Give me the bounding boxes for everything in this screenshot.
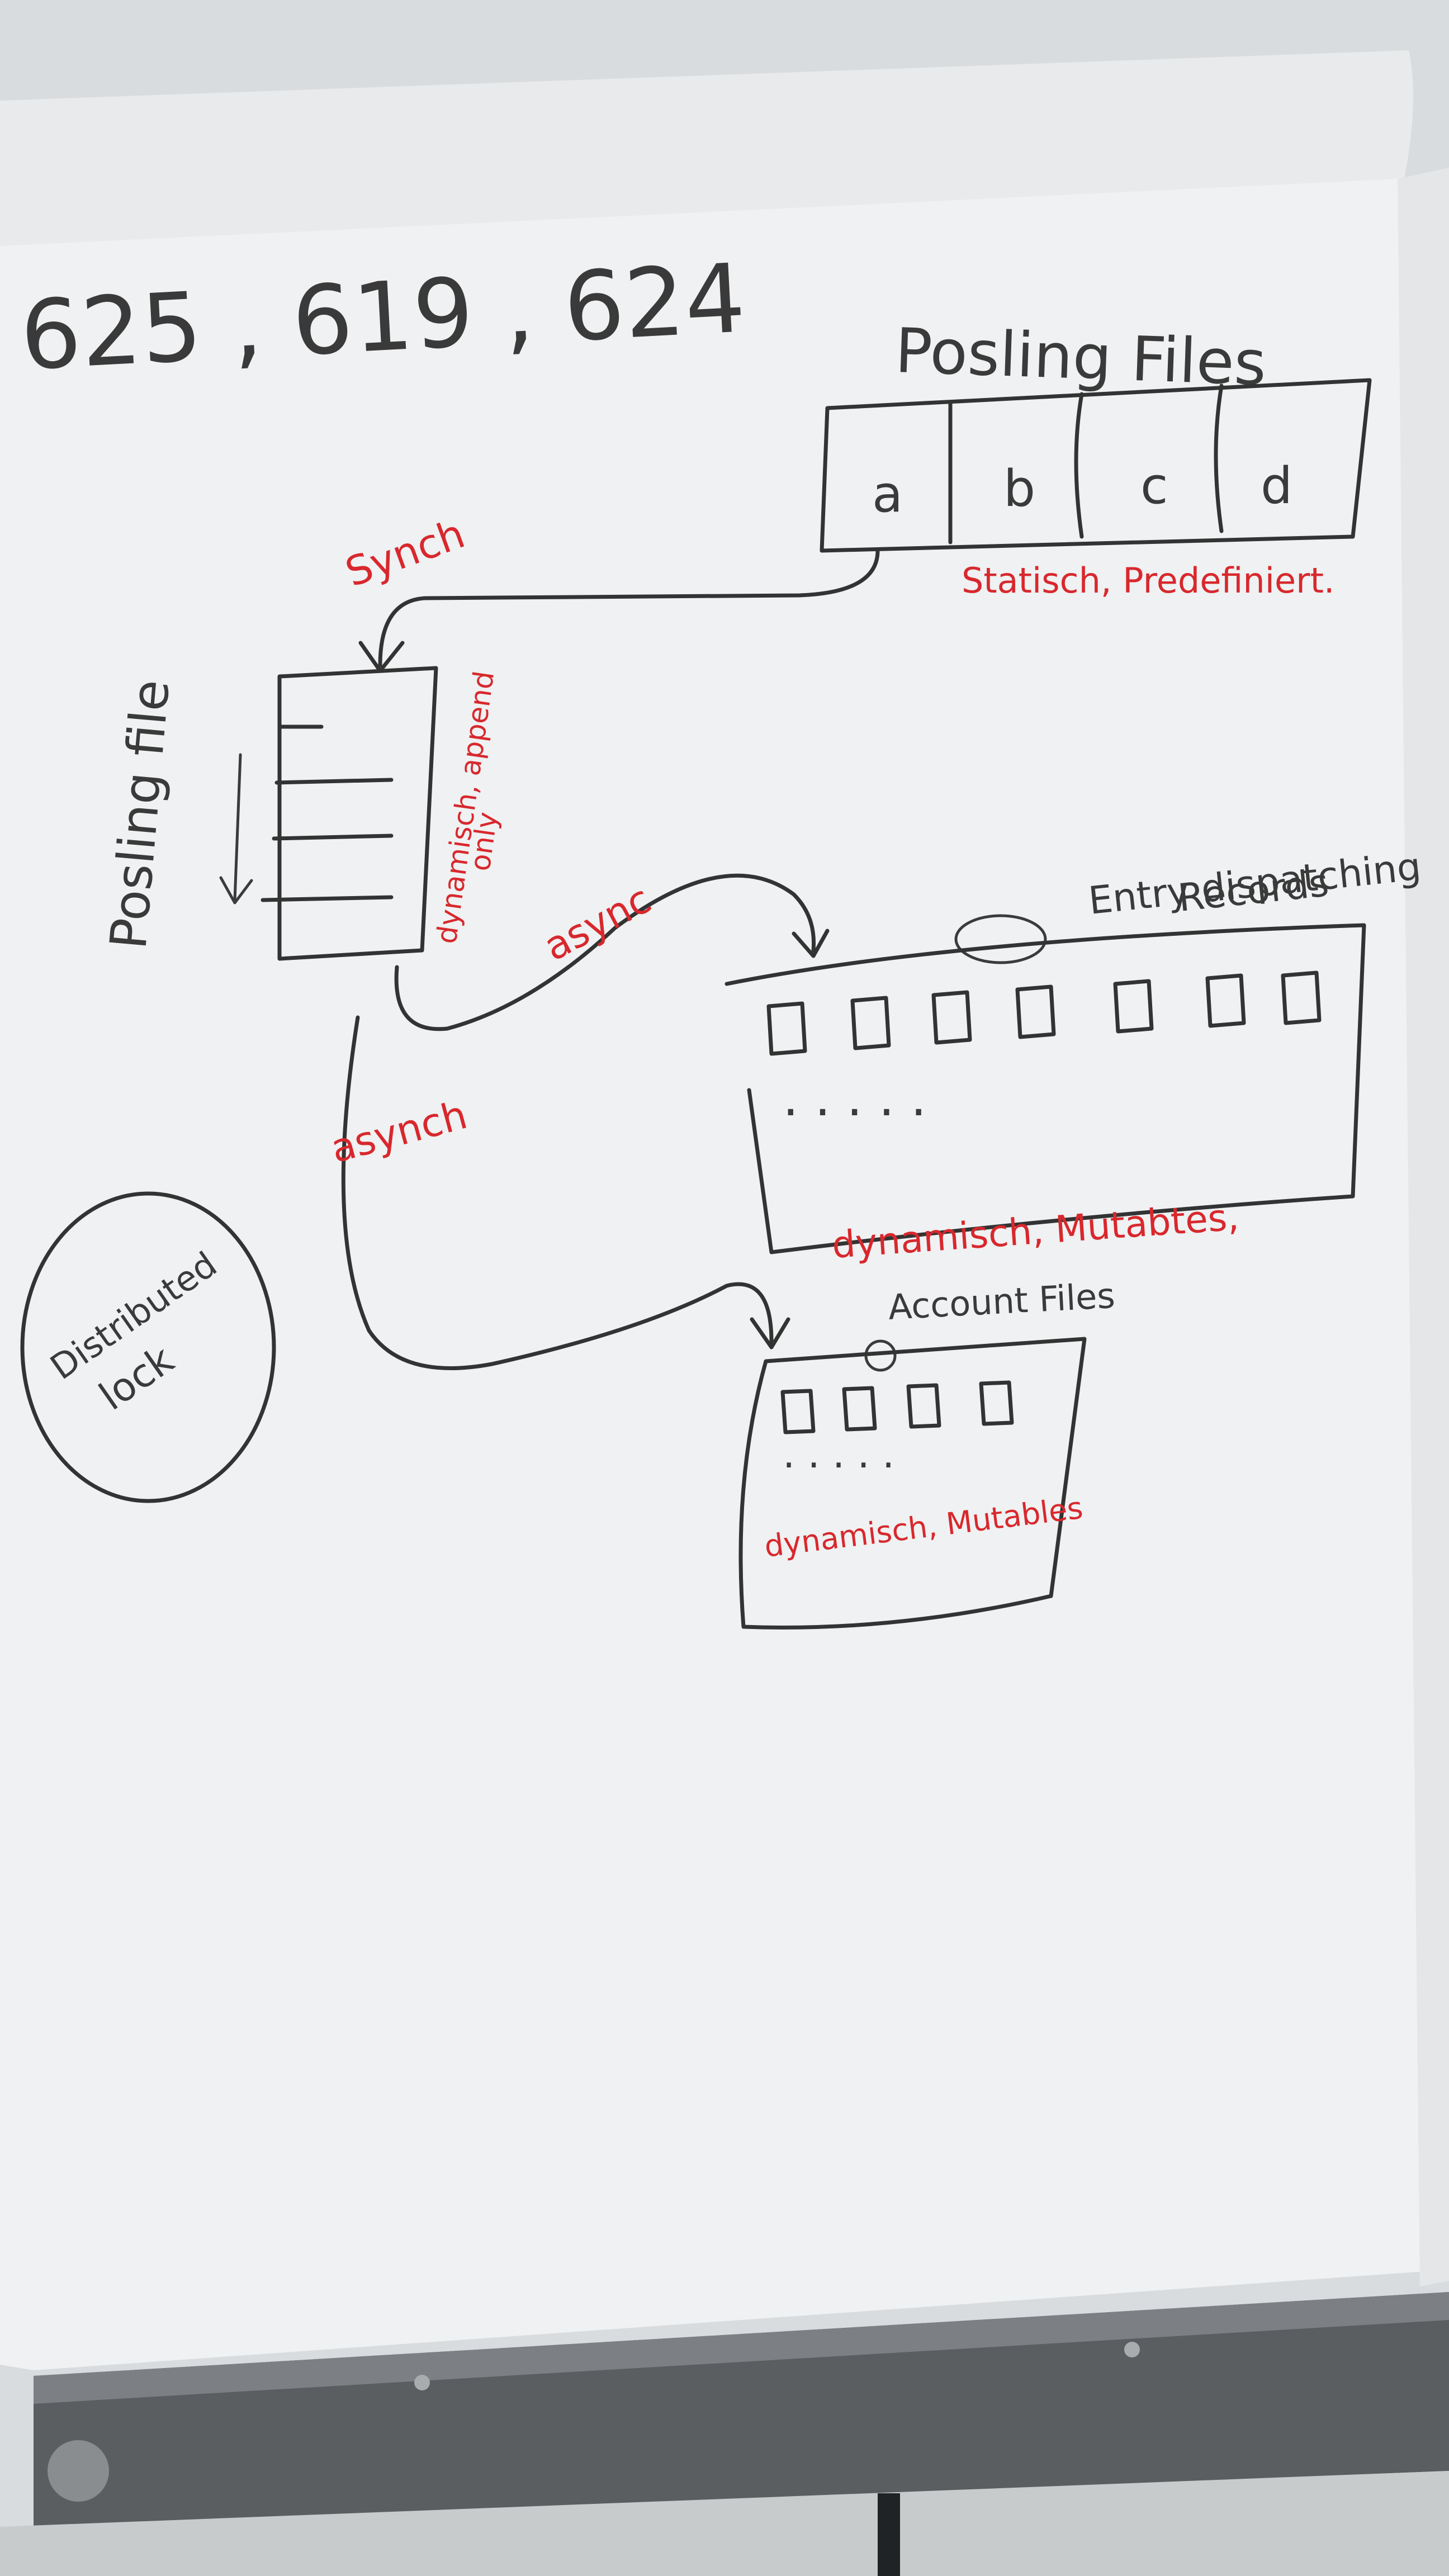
rail-screw-right — [1124, 2342, 1140, 2357]
entry-records-items — [766, 970, 1322, 1056]
paper-top-roll — [0, 50, 1413, 257]
entry-record-item — [1281, 970, 1322, 1025]
entry-record-item — [850, 996, 891, 1050]
rail-knob — [48, 2440, 109, 2502]
flipchart-rail — [34, 2292, 1449, 2527]
paper-sheet — [0, 179, 1449, 2370]
posting-file-line-2 — [274, 778, 394, 785]
posting-files-cell-c: c — [1140, 457, 1168, 515]
entry-record-item — [1015, 984, 1056, 1039]
account-file-item — [780, 1389, 816, 1434]
account-files-box — [738, 1337, 1087, 1630]
posting-files-divider-3 — [1214, 383, 1224, 533]
rail-screw-left — [414, 2375, 430, 2390]
async-arrow-1 — [394, 873, 816, 1031]
account-files-items — [780, 1380, 1014, 1434]
entry-record-item — [1205, 973, 1246, 1028]
entry-record-item — [766, 1001, 807, 1056]
entry-records-box — [724, 923, 1366, 1254]
floor-area — [0, 2471, 1449, 2576]
synch-arrow — [378, 548, 880, 667]
async-arrow-1-head — [792, 929, 830, 958]
account-file-item — [842, 1386, 877, 1432]
posting-files-cell-a: a — [872, 465, 903, 524]
posting-files-box — [820, 378, 1372, 553]
async-arrow-2-head — [750, 1317, 790, 1349]
entry-records-dots: . . . . . — [783, 1069, 926, 1128]
stand-leg — [878, 2493, 900, 2576]
account-file-item — [906, 1383, 941, 1429]
posting-files-cell-d: d — [1261, 457, 1292, 515]
distributed-lock-circle — [20, 1191, 276, 1503]
posting-file-line-4 — [261, 895, 394, 902]
posting-file-line-3 — [272, 834, 394, 841]
entry-records-lock-oval — [954, 914, 1047, 964]
async-arrow-2 — [341, 1015, 774, 1370]
account-file-item — [979, 1380, 1014, 1426]
posting-file-side-arrow — [219, 753, 253, 905]
flipchart-rail-highlight — [34, 2292, 1449, 2404]
entry-record-item — [1113, 979, 1154, 1034]
posting-files-note: Statisch, Predefiniert. — [962, 560, 1335, 601]
posting-files-title: Posling Files — [894, 315, 1267, 399]
posting-files-divider-2 — [1074, 392, 1084, 539]
account-files-dots: . . . . . — [783, 1431, 894, 1477]
posting-file-stack — [277, 666, 438, 961]
posting-files-cell-b: b — [1003, 460, 1035, 518]
entry-record-item — [931, 990, 972, 1045]
paper-right-edge — [1398, 168, 1449, 2286]
